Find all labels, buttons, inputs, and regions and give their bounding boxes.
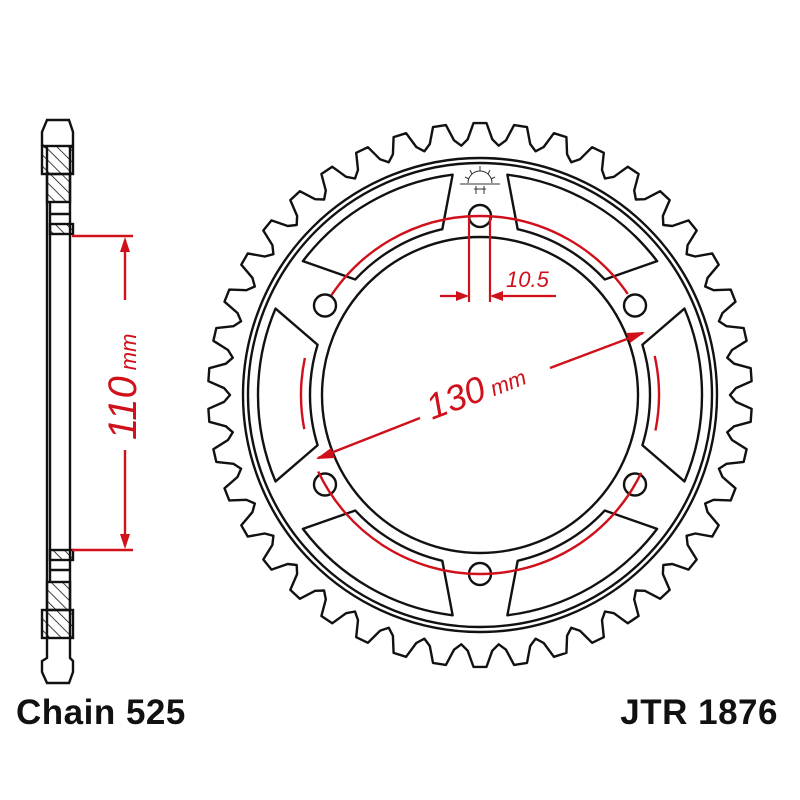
lightening-window [301, 509, 454, 617]
sprocket-teeth-outline [207, 121, 753, 669]
hatched-section-bottom [45, 580, 72, 612]
lightening-window [506, 173, 659, 281]
center-bore [320, 235, 640, 555]
hub-ring-outer [241, 156, 719, 634]
lightening-window [256, 307, 319, 483]
bolt-circle-dimension [299, 214, 661, 576]
bolt-hole [622, 472, 648, 497]
bolt-hole-dimension-label: 10.5 [506, 267, 550, 292]
logo-stamp [460, 166, 500, 194]
lightening-window [301, 173, 454, 281]
side-profile [40, 118, 75, 685]
bolt-hole [622, 293, 648, 318]
bolt-hole-dimension [440, 215, 556, 302]
part-number: JTR 1876 [620, 693, 778, 732]
bolt-hole [312, 293, 338, 318]
sprocket-face [207, 121, 753, 669]
bolt-hole [312, 472, 338, 497]
lightening-window [641, 307, 704, 483]
bolt-circle-dimension-label: 130mm [420, 352, 531, 427]
bore-dimension [72, 234, 133, 552]
hatched-section-top [40, 144, 75, 176]
chain-label: Chain 525 [16, 693, 186, 732]
hub-ring-inner [246, 161, 714, 629]
bore-dimension-label: 110mm [101, 334, 145, 440]
lightening-window [506, 509, 659, 617]
